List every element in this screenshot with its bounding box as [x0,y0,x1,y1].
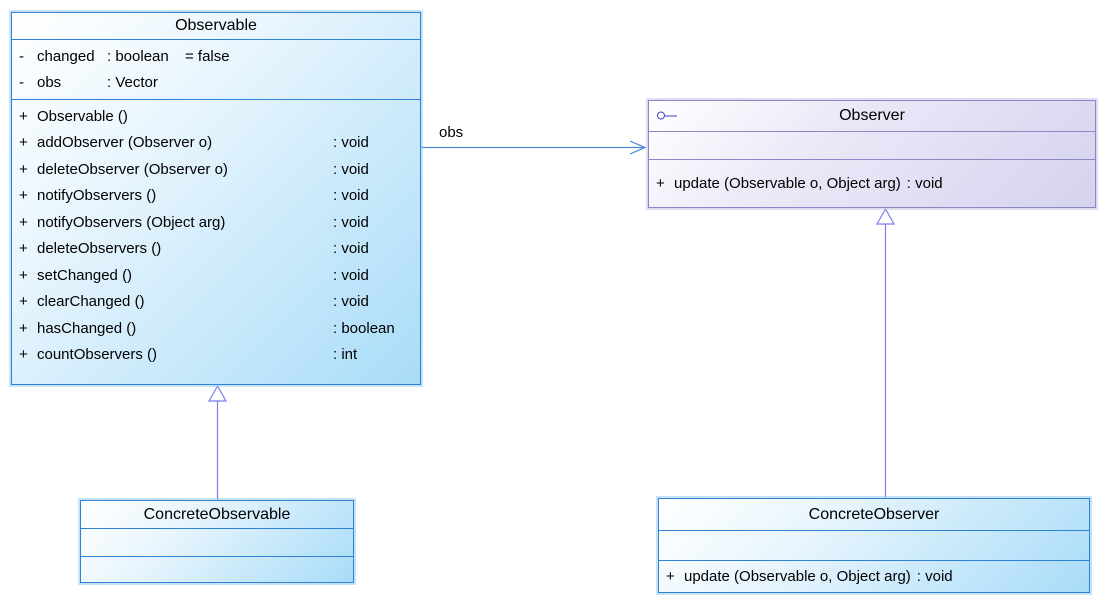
operation-signature: countObservers () [37,346,158,364]
class-title: ConcreteObserver [659,499,1089,530]
operation-signature: deleteObservers () [37,240,162,258]
class-name-label: ConcreteObserver [808,505,940,523]
visibility-marker: + [19,107,28,125]
interface-lollipop-icon [657,111,679,121]
operation-signature: addObserver (Observer o) [37,134,213,152]
visibility-marker: + [19,293,28,311]
visibility-marker: + [19,266,28,284]
visibility-marker: + [19,134,28,152]
operation-return-type: : void [916,568,953,585]
operation-row[interactable]: + deleteObserver (Observer o) : void [12,156,420,183]
operations-compartment: + Observable () + addObserver (Observer o):… [12,99,420,384]
operation-row[interactable]: + notifyObservers () : void [12,183,420,210]
operation-return-type: : boolean [333,319,395,337]
operation-row[interactable]: + notifyObservers (Object arg) : void [12,209,420,236]
operation-row[interactable]: + hasChanged () : boolean [12,315,420,342]
generalization-concrete-observer-connector[interactable] [875,207,896,498]
visibility-marker: + [19,187,28,205]
visibility-marker: + [19,160,28,178]
attribute-type: : boolean [107,47,169,65]
visibility-marker: + [19,346,28,364]
generalization-concrete-observable-connector[interactable] [207,384,228,500]
attribute-default: = false [185,47,230,65]
attributes-compartment: -changed : boolean = false -obs : Vector [12,39,420,99]
class-observable[interactable]: Observable -changed : boolean = false -obs:… [11,12,421,385]
operations-compartment: + update (Observable o, Object arg) : void [659,560,1089,592]
association-open-arrowhead-icon [629,140,647,155]
operation-return-type: : void [333,266,369,284]
generalization-triangle-icon [875,207,896,225]
attribute-name: changed [37,47,95,65]
association-obs-connector[interactable] [421,140,647,155]
visibility-marker: + [19,213,28,231]
operation-return-type: : void [333,213,369,231]
class-title: Observer [649,101,1095,131]
class-title: ConcreteObservable [81,501,353,528]
generalization-triangle-icon [207,384,228,402]
class-concrete-observable[interactable]: ConcreteObservable [80,500,354,583]
class-name-label: ConcreteObservable [143,505,291,523]
visibility-marker: + [666,568,675,585]
operation-return-type: : void [333,134,369,152]
operation-signature: update (Observable o, Object arg) [684,568,911,585]
operations-compartment: + update (Observable o, Object arg) : void [649,159,1095,207]
attributes-compartment [659,530,1089,560]
attributes-compartment [649,131,1095,159]
operation-signature: notifyObservers () [37,187,157,205]
operation-row[interactable]: + clearChanged () : void [12,289,420,316]
operation-signature: deleteObserver (Observer o) [37,160,228,178]
interface-icon-circle [657,111,665,120]
operation-row[interactable]: + update (Observable o, Object arg) : void [659,563,1089,590]
attribute-row[interactable]: -changed : boolean = false [12,43,420,70]
operation-return-type: : int [333,346,358,364]
attributes-compartment [81,528,353,556]
visibility-marker: - [19,74,24,92]
operation-signature: Observable () [37,107,128,125]
class-concrete-observer[interactable]: ConcreteObserver + update (Observable o, … [658,498,1090,593]
operations-compartment [81,556,353,582]
interface-icon-stick [665,115,677,117]
operation-row[interactable]: + setChanged () : void [12,262,420,289]
visibility-marker: + [656,175,665,192]
association-role-label[interactable]: obs [439,124,464,141]
operation-signature: hasChanged () [37,319,137,337]
operation-signature: setChanged () [37,266,133,284]
operation-row[interactable]: + Observable () [12,103,420,130]
class-name-label: Observer [839,107,905,124]
operation-row[interactable]: + update (Observable o, Object arg) : void [649,170,1095,197]
operation-return-type: : void [333,240,369,258]
attribute-type: : Vector [107,74,158,92]
class-observer[interactable]: Observer + update (Observable o, Object a… [648,100,1096,208]
operation-row[interactable]: + deleteObservers () : void [12,236,420,263]
operation-row[interactable]: + addObserver (Observer o) : void [12,130,420,157]
operation-return-type: : void [333,160,369,178]
class-title: Observable [12,13,420,39]
visibility-marker: - [19,47,24,65]
operation-return-type: : void [333,293,369,311]
operation-signature: notifyObservers (Object arg) [37,213,226,231]
attribute-row[interactable]: -obs : Vector [12,70,420,97]
operation-return-type: : void [906,175,943,192]
class-name-label: Observable [175,17,257,34]
visibility-marker: + [19,240,28,258]
attribute-name: obs [37,74,62,92]
operation-row[interactable]: + countObservers () : int [12,342,420,369]
operation-signature: clearChanged () [37,293,145,311]
operation-signature: update (Observable o, Object arg) [674,175,901,192]
visibility-marker: + [19,319,28,337]
operation-return-type: : void [333,187,369,205]
